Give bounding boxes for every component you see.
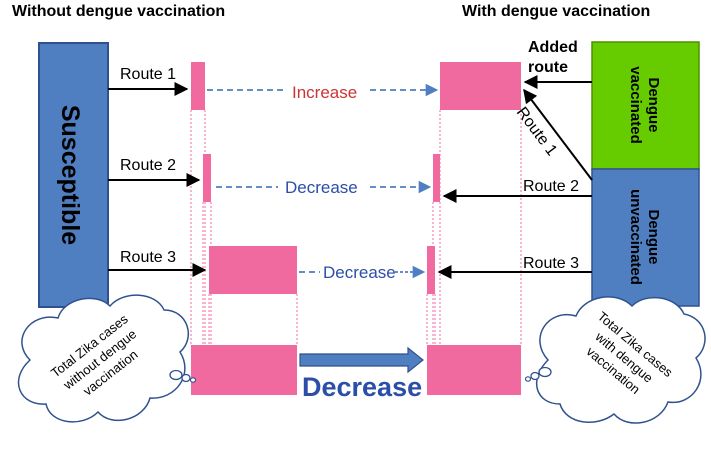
added-route-label-line1: Added (528, 39, 578, 56)
right-total-bar (427, 345, 521, 395)
right-route3-label: Route 3 (523, 255, 579, 272)
right-route1-label: Route 1 (513, 104, 560, 159)
svg-text:vaccinated: vaccinated (627, 66, 644, 144)
total-change-label: Decrease (302, 372, 422, 402)
dengue-unvaccinated-box (591, 168, 700, 307)
left-route2-label: Route 2 (120, 157, 176, 174)
route3-change-label: Decrease (323, 263, 396, 282)
header-without-vaccination: Without dengue vaccination (12, 3, 225, 20)
right-route2-bar (433, 154, 440, 202)
header-with-vaccination: With dengue vaccination (462, 3, 650, 20)
svg-text:Dengue: Dengue (645, 209, 662, 264)
right-route2-label: Route 2 (523, 178, 579, 195)
dengue-vaccinated-label: Dengue vaccinated (627, 66, 662, 144)
susceptible-box (38, 42, 109, 308)
left-route1-bar (191, 62, 205, 110)
svg-text:Dengue: Dengue (645, 77, 662, 132)
right-connector-lines (426, 110, 522, 345)
left-route2-bar (203, 154, 211, 202)
added-route-label-line2: route (528, 59, 568, 76)
route2-change-label: Decrease (285, 178, 358, 197)
left-total-bar (191, 345, 297, 395)
right-route1-bar (440, 62, 521, 110)
right-route1-arrow (523, 88, 593, 181)
total-change-arrow (299, 346, 424, 374)
left-route3-bar (209, 246, 297, 294)
dengue-unvaccinated-label: Dengue unvaccinated (627, 189, 662, 285)
left-connector-lines (190, 110, 298, 345)
route1-change-label: Increase (292, 83, 357, 102)
left-thought-cloud: Total Zika cases without dengue vaccinat… (17, 294, 197, 423)
susceptible-label: Susceptible (56, 105, 84, 245)
right-route3-bar (427, 246, 435, 294)
svg-text:unvaccinated: unvaccinated (627, 189, 644, 285)
dengue-vaccinated-box (591, 41, 700, 170)
left-route3-label: Route 3 (120, 249, 176, 266)
left-route1-label: Route 1 (120, 66, 176, 83)
right-thought-cloud: Total Zika cases with dengue vaccination (524, 296, 706, 424)
